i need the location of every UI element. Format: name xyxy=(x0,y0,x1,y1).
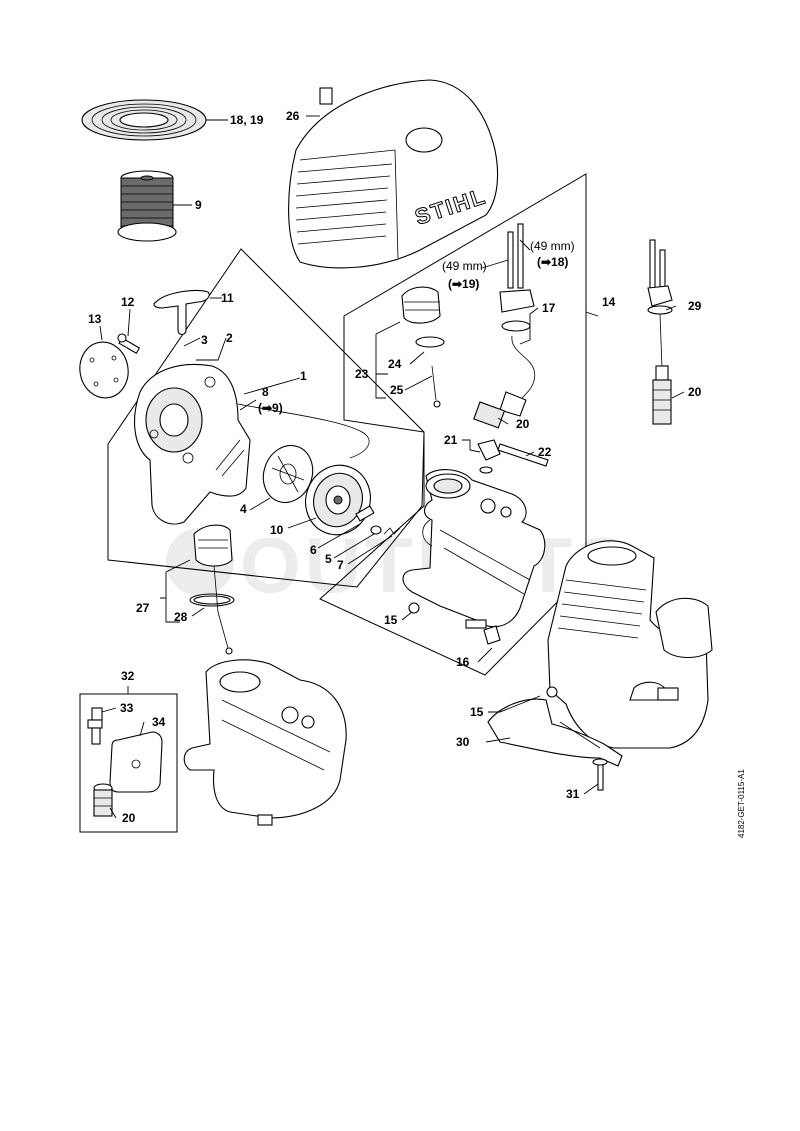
callout-20-kit: 20 xyxy=(122,811,136,825)
callout-7: 7 xyxy=(337,558,344,572)
leader-lines xyxy=(99,115,685,819)
screw-part xyxy=(117,333,141,354)
cover-plate-part xyxy=(79,341,129,399)
callout-31: 31 xyxy=(566,787,580,801)
callout-4: 4 xyxy=(240,502,247,516)
filter-part xyxy=(117,170,177,242)
callout-29: 29 xyxy=(688,299,702,313)
ref-note-19: (➡19) xyxy=(448,277,479,291)
callout-11: 11 xyxy=(221,291,234,305)
engine-part xyxy=(547,540,713,749)
callout-labels: 18, 19 9 26 12 13 11 3 2 1 8 (➡9) 4 10 6… xyxy=(88,109,702,825)
starter-grip-part xyxy=(153,289,210,336)
starter-housing-part xyxy=(134,363,251,525)
callout-22: 22 xyxy=(538,445,552,459)
alt-pickup-part xyxy=(647,239,673,425)
starter-group-frame xyxy=(107,248,425,588)
valve-part xyxy=(477,439,549,474)
callout-32: 32 xyxy=(121,669,135,683)
callout-12: 12 xyxy=(121,295,135,309)
callout-10: 10 xyxy=(270,523,284,537)
callout-9: 9 xyxy=(195,198,202,212)
callout-18-19: 18, 19 xyxy=(230,113,264,127)
callout-20-pickup: 20 xyxy=(516,417,530,431)
tank-group-frame xyxy=(319,173,587,676)
heat-shield-part xyxy=(487,686,623,791)
kit-frame xyxy=(79,693,178,833)
callout-3: 3 xyxy=(201,333,208,347)
callout-21: 21 xyxy=(444,433,458,447)
length-note-18: (49 mm) xyxy=(530,239,575,253)
callout-8-ref: (➡9) xyxy=(258,401,283,415)
callout-5: 5 xyxy=(325,552,332,566)
pawl-parts xyxy=(355,505,401,535)
callout-34: 34 xyxy=(152,715,166,729)
callout-25: 25 xyxy=(390,383,404,397)
callout-14: 14 xyxy=(602,295,616,309)
fuel-cap-upper-part xyxy=(401,286,445,408)
fuel-cap-lower-part xyxy=(189,524,235,655)
ref-note-18: (➡18) xyxy=(537,255,568,269)
starter-rope-part xyxy=(237,403,370,459)
callout-8: 8 xyxy=(262,385,269,399)
callout-15-tank: 15 xyxy=(384,613,398,627)
callout-17: 17 xyxy=(542,301,556,315)
callout-6: 6 xyxy=(310,543,317,557)
callout-13: 13 xyxy=(88,312,102,326)
callout-15-shield: 15 xyxy=(470,705,484,719)
callout-24: 24 xyxy=(388,357,402,371)
document-id: 4182-GET-0115-A1 xyxy=(737,769,746,838)
callout-2: 2 xyxy=(226,331,233,345)
callout-30: 30 xyxy=(456,735,470,749)
callout-27: 27 xyxy=(136,601,150,615)
callout-16: 16 xyxy=(456,655,470,669)
fuel-pickup-part xyxy=(473,223,536,429)
length-note-19: (49 mm) xyxy=(442,259,487,273)
callout-20-alt: 20 xyxy=(688,385,702,399)
fuel-tank-part xyxy=(402,469,546,645)
kit-parts xyxy=(87,707,163,817)
callout-28: 28 xyxy=(174,610,188,624)
callout-1: 1 xyxy=(300,369,307,383)
gasket-part xyxy=(81,99,207,141)
callout-23: 23 xyxy=(355,367,369,381)
rope-rotor-part xyxy=(305,464,371,536)
lower-tank-part xyxy=(183,659,347,826)
callout-33: 33 xyxy=(120,701,134,715)
shroud-part: STIHL xyxy=(288,79,499,269)
callout-26: 26 xyxy=(286,109,300,123)
assembly-frames xyxy=(79,173,587,833)
